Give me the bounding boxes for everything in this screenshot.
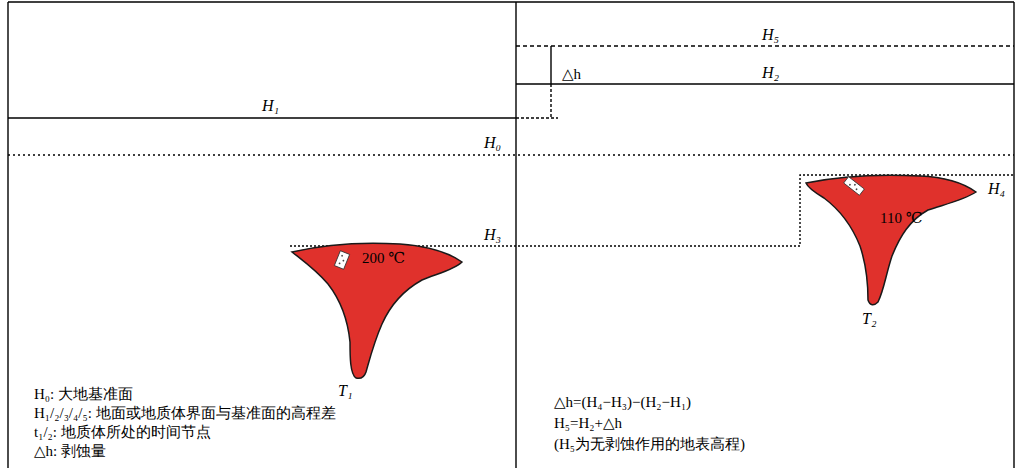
key-note: t₁/₂: 地质体所处的时间节点: [34, 424, 211, 441]
mineral-symbol: [844, 177, 865, 196]
level-label: H₂: [762, 64, 779, 81]
formula: △h=(H₄−H₃)−(H₂−H₁): [554, 394, 691, 411]
level-label: H₀: [484, 134, 501, 151]
intrusion-body: 110 ℃ T₂: [800, 168, 984, 330]
time-label: T₂: [862, 310, 876, 327]
datum-line: [8, 154, 1014, 155]
mineral-symbol: [334, 251, 349, 270]
intrusion-body: 200 ℃ T₁: [286, 238, 470, 402]
level-label: H₃: [484, 226, 501, 243]
level-label: H₁: [262, 97, 279, 114]
frame-line: [8, 1, 1014, 2]
panel-divider: [515, 2, 516, 468]
key-note: H₀: 大地基准面: [34, 386, 133, 403]
temperature-label: 200 ℃: [362, 250, 405, 267]
restored-surface-line: [516, 45, 1014, 46]
frame-line: [7, 2, 8, 468]
surface-line: [8, 117, 516, 118]
key-note: H₁/₂/₃/₄/₅: 地面或地质体界面与基准面的高程差: [34, 405, 336, 422]
time-label: T₁: [338, 382, 352, 399]
formula: H₅=H₂+△h: [554, 415, 622, 432]
key-note: △h: 剥蚀量: [34, 443, 106, 460]
erosion-label: △h: [562, 66, 581, 83]
intrusion-shape: [800, 168, 984, 330]
level-label: H₄: [988, 180, 1005, 197]
erosion-bar: [550, 84, 551, 118]
surface-line: [516, 83, 1014, 84]
temperature-label: 110 ℃: [880, 210, 922, 227]
erosion-bar: [516, 117, 558, 118]
level-label: H₅: [762, 26, 779, 43]
erosion-bar: [550, 46, 551, 84]
frame-line: [1013, 2, 1014, 468]
formula-note: (H₅为无剥蚀作用的地表高程): [554, 436, 745, 453]
